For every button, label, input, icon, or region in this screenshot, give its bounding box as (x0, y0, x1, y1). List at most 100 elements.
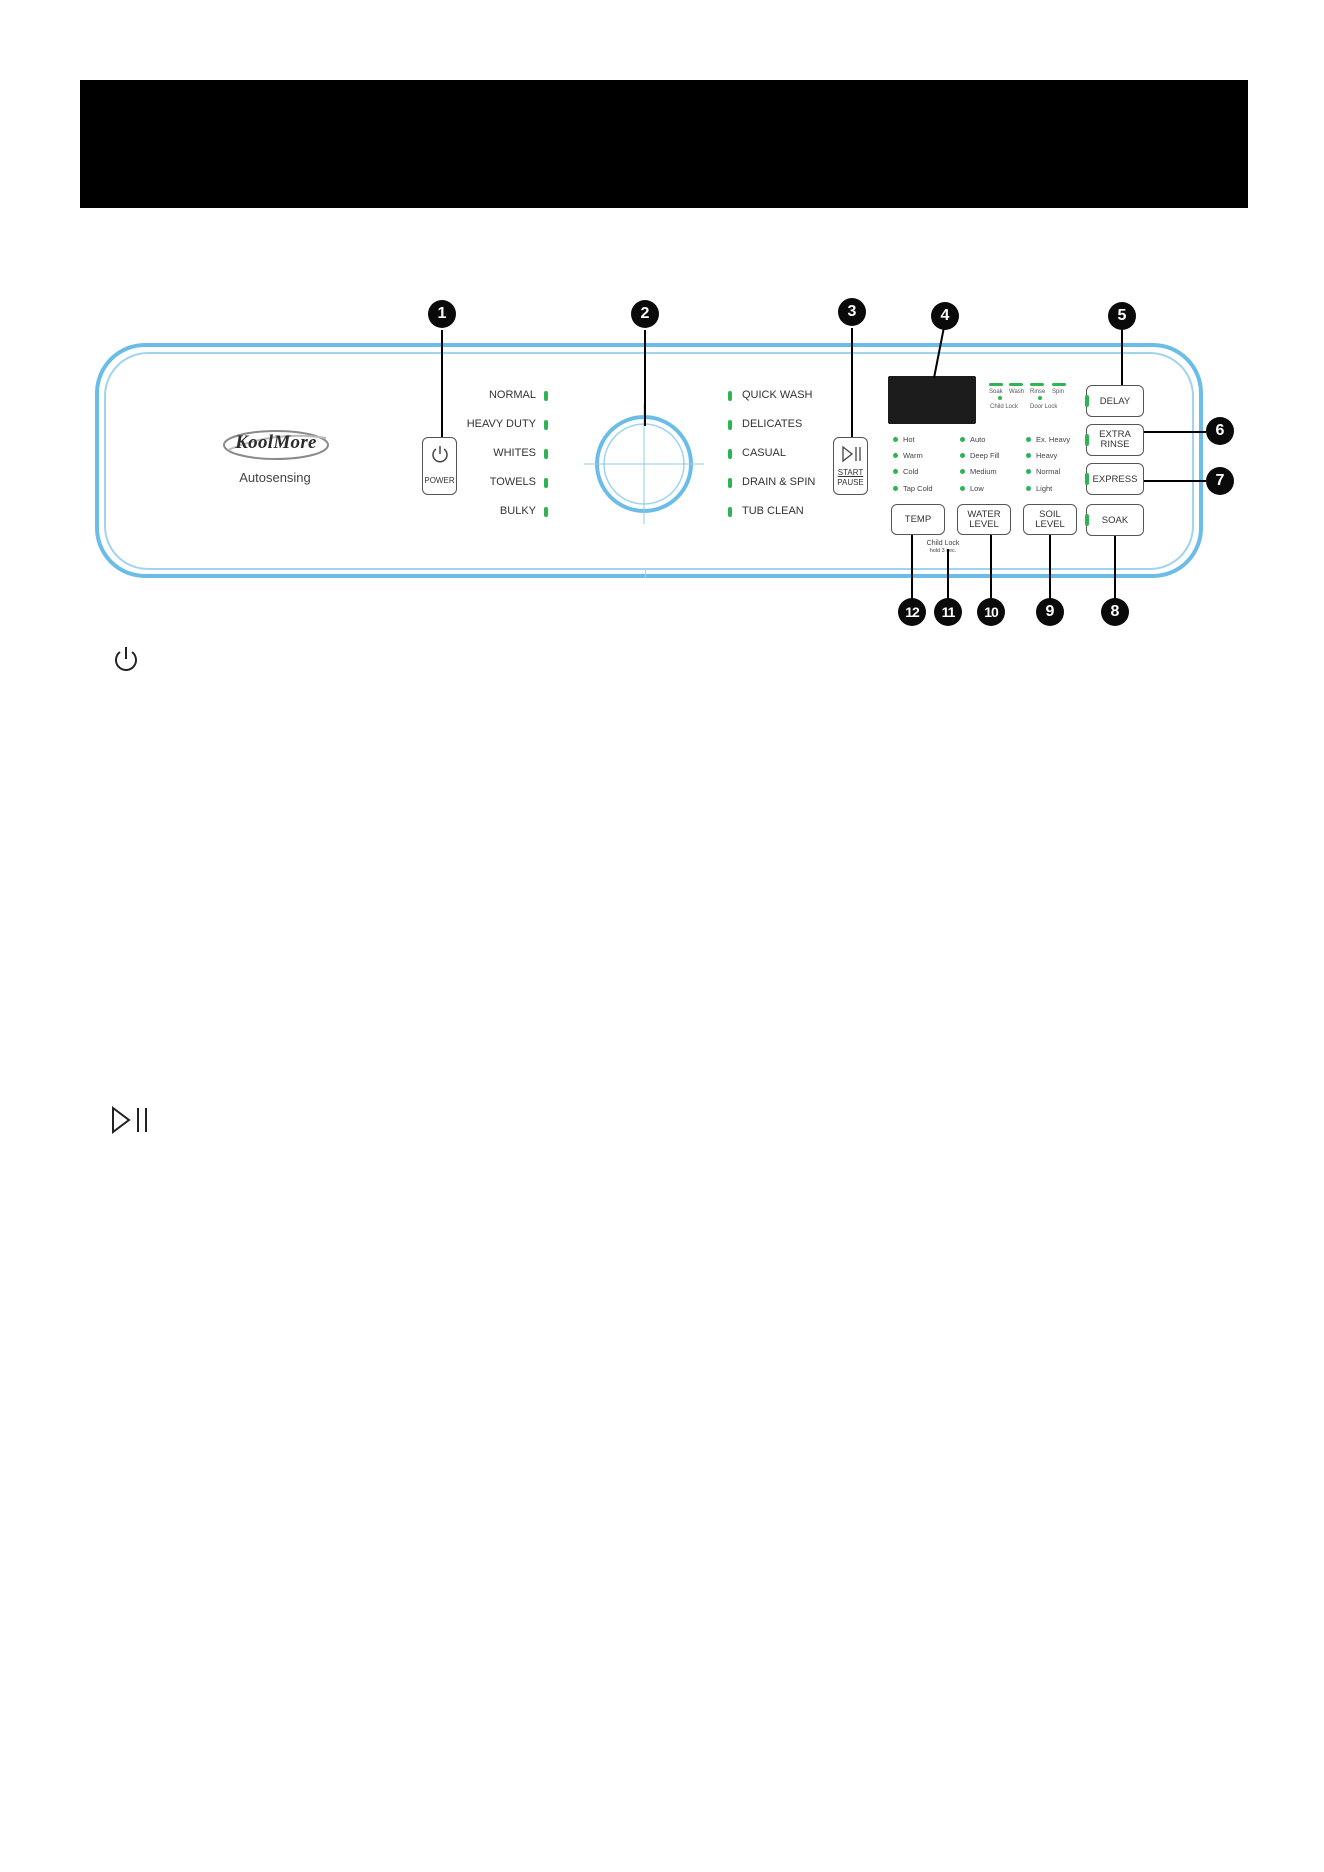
water-option-auto: Auto (960, 435, 985, 444)
program-led (544, 507, 548, 517)
program-led (544, 449, 548, 459)
program-led (544, 391, 548, 401)
extra-rinse-label-1: EXTRA (1099, 429, 1131, 440)
child-lock-hold: hold 3 sec. (929, 548, 957, 554)
soil-option-heavy: Heavy (1026, 451, 1058, 460)
stage-bar (989, 383, 1003, 386)
indicator-dot (998, 396, 1002, 400)
extra-rinse-label-2: RINSE (1100, 439, 1130, 450)
stage-rinse: Rinse (1030, 383, 1045, 395)
delay-label: DELAY (1099, 396, 1131, 407)
callout-12: 12 (898, 598, 926, 626)
temp-option-cold: Cold (893, 467, 918, 476)
callout-10: 10 (977, 598, 1005, 626)
callout-5: 5 (1108, 302, 1136, 330)
option-dot (893, 486, 898, 491)
button-led (1085, 395, 1089, 407)
callout-8: 8 (1101, 598, 1129, 626)
lock-label: Child Lock (990, 404, 1019, 410)
child-lock-indicator: Child Lock (990, 396, 1019, 410)
header-bar (80, 80, 1248, 208)
temp-button[interactable]: TEMP (891, 504, 945, 535)
delay-button[interactable]: DELAY (1085, 385, 1144, 417)
water-option-deep-fill: Deep Fill (960, 451, 1000, 460)
program-label: DELICATES (742, 418, 803, 430)
option-label: Medium (970, 467, 997, 476)
option-label: Ex. Heavy (1036, 435, 1071, 444)
stage-bar (1030, 383, 1044, 386)
option-dot (893, 437, 898, 442)
callout-4: 4 (931, 302, 959, 330)
program-drain-spin: DRAIN & SPIN (728, 476, 848, 488)
express-label: EXPRESS (1092, 474, 1138, 485)
leader-line-2 (644, 330, 646, 426)
program-label: TUB CLEAN (742, 505, 804, 517)
option-dot (893, 453, 898, 458)
water-option-medium: Medium (960, 467, 997, 476)
program-led (728, 391, 732, 401)
stage-spin: Spin (1052, 383, 1066, 395)
stage-bar (1009, 383, 1023, 386)
logo-swoosh (223, 430, 329, 460)
callout-11: 11 (934, 598, 962, 626)
stage-label: Wash (1009, 389, 1025, 395)
temp-option-hot: Hot (893, 435, 915, 444)
program-led (728, 478, 732, 488)
soil-option-light: Light (1026, 484, 1053, 493)
stage-bar (1052, 383, 1066, 386)
option-label: Warm (903, 451, 923, 460)
leader-line-10 (990, 535, 992, 602)
start-pause-button[interactable]: START PAUSE (833, 437, 868, 495)
leader-line-7 (1144, 480, 1206, 482)
water-label-2: LEVEL (969, 519, 999, 530)
option-dot (1026, 437, 1031, 442)
soil-label-1: SOIL (1039, 509, 1061, 520)
power-icon (432, 446, 448, 463)
indicator-dot (1038, 396, 1042, 400)
child-lock-label: Child Lock (926, 540, 960, 547)
callout-2: 2 (631, 300, 659, 328)
program-whites: WHITES (440, 447, 548, 459)
express-button[interactable]: EXPRESS (1085, 463, 1144, 495)
program-casual: CASUAL (728, 447, 848, 459)
program-label: CASUAL (742, 447, 787, 459)
stage-label: Rinse (1030, 389, 1046, 395)
leader-line-3 (851, 328, 853, 437)
power-button[interactable]: POWER (422, 437, 457, 495)
pause-label: PAUSE (837, 478, 864, 487)
option-label: Low (970, 484, 984, 493)
power-label: POWER (424, 476, 455, 485)
program-led (544, 478, 548, 488)
stage-soak: Soak (989, 383, 1003, 395)
lock-label: Door Lock (1030, 404, 1058, 410)
temp-option-tap-cold: Tap Cold (893, 484, 933, 493)
leader-line-12 (911, 535, 913, 602)
option-label: Normal (1036, 467, 1061, 476)
option-label: Light (1036, 484, 1053, 493)
program-led (728, 507, 732, 517)
soak-button[interactable]: SOAK (1085, 504, 1144, 536)
option-label: Tap Cold (903, 484, 933, 493)
program-label: TOWELS (489, 476, 536, 488)
option-dot (960, 469, 965, 474)
soil-option-ex-heavy: Ex. Heavy (1026, 435, 1071, 444)
callout-9: 9 (1036, 598, 1064, 626)
program-label: NORMAL (488, 389, 536, 401)
option-label: Heavy (1036, 451, 1058, 460)
leader-line-1 (441, 330, 443, 437)
option-dot (960, 453, 965, 458)
brand-subtitle: Autosensing (239, 470, 311, 485)
option-dot (1026, 469, 1031, 474)
option-dot (1026, 486, 1031, 491)
stage-wash: Wash (1009, 383, 1024, 395)
program-led (544, 420, 548, 430)
power-icon (115, 647, 137, 671)
leader-line-5 (1121, 330, 1123, 385)
stage-label: Soak (989, 389, 1003, 395)
stage-label: Spin (1052, 389, 1065, 395)
leader-line-4 (933, 326, 945, 379)
option-label: Deep Fill (970, 451, 1000, 460)
